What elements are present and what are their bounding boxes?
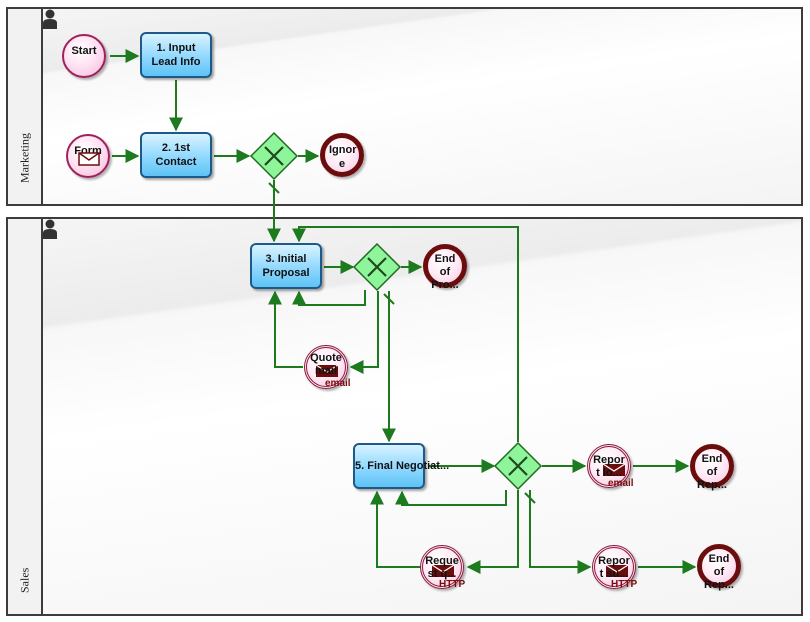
x-icon (508, 456, 528, 476)
end-event-report-1-label: End of Rep... (695, 453, 729, 492)
envelope-icon (602, 463, 626, 476)
marketing-pool: Marketing (6, 7, 803, 206)
flow-quote-to-t3 (268, 290, 303, 368)
end-event-ignore-label: Ignor e (325, 143, 359, 171)
quote-mail-label: Quote mail (307, 352, 345, 378)
end-event-ignore[interactable]: Ignor e (320, 133, 364, 177)
quote-mail-text: Quote mail (310, 352, 342, 377)
report-su-text: Repor t su... (598, 555, 630, 580)
flow-g3-loop-to-t3 (292, 226, 519, 442)
task-first-contact-label: 2. 1st Contact (155, 142, 197, 168)
request-q-label: Reque st q... (423, 555, 461, 581)
task-final-negotiation[interactable]: 5. Final Negotiat... (353, 443, 450, 489)
report-su-label: Repor t su... (595, 555, 633, 581)
marketing-pool-header: Marketing (8, 9, 43, 204)
gateway-negotiation[interactable] (493, 441, 543, 491)
sales-pool: Sales (6, 217, 803, 616)
request-q-channel: HTTP (439, 579, 466, 590)
end-event-proposal[interactable]: End of Pro... (423, 244, 467, 291)
flow-g3-back-to-t5 (395, 490, 507, 506)
flow-g3-to-report-su (529, 490, 592, 574)
end-proposal-text: End of Pro... (431, 253, 459, 291)
quote-mail-event[interactable]: Quote mail email (304, 345, 351, 389)
envelope-icon (315, 364, 339, 377)
x-icon (264, 146, 284, 166)
flow-g2-back-to-t3 (292, 290, 366, 306)
flow-g2-to-quote (349, 291, 379, 374)
end-report-2-text: End of Rep... (704, 553, 734, 591)
end-ignore-text: Ignor e (329, 144, 357, 170)
report-su-event[interactable]: Repor t su... HTTP (592, 545, 638, 590)
start-event-label: Start (71, 45, 97, 57)
end-report-1-text: End of Rep... (697, 453, 727, 491)
report-su-channel: HTTP (611, 579, 638, 590)
end-event-report-1[interactable]: End of Rep... (690, 444, 734, 491)
task-first-contact[interactable]: 2. 1st Contact (140, 132, 212, 178)
gateway-proposal[interactable] (352, 242, 402, 292)
task-initial-proposal-label: 3. Initial Proposal (262, 253, 310, 279)
envelope-icon (431, 564, 455, 577)
end-event-report-2[interactable]: End of Rep... (697, 544, 741, 591)
form-event[interactable]: Form (66, 134, 110, 178)
request-q-text: Reque st q... (425, 555, 459, 580)
envelope-icon (78, 152, 100, 166)
end-event-report-2-label: End of Rep... (702, 553, 736, 592)
report-lo-channel: email (608, 478, 634, 489)
flow-g3-to-request (466, 490, 519, 574)
report-lo-label: Repor t lo... (590, 454, 628, 480)
request-q-event[interactable]: Reque st q... HTTP (420, 545, 466, 590)
default-marker-g2 (383, 293, 395, 305)
x-icon (367, 257, 387, 277)
person-icon (43, 9, 57, 29)
report-lo-text: Repor t lo... (593, 454, 625, 479)
quote-mail-channel: email (325, 378, 351, 389)
envelope-icon (605, 564, 629, 577)
sales-pool-header: Sales (8, 219, 43, 614)
gateway-marketing[interactable] (249, 131, 299, 181)
task-initial-proposal[interactable]: 3. Initial Proposal (250, 243, 322, 289)
start-event[interactable]: Start (62, 34, 106, 78)
default-marker-g1 (268, 182, 280, 194)
flow-request-to-t5 (370, 490, 422, 568)
report-lo-event[interactable]: Repor t lo... email (587, 444, 634, 489)
task-final-negotiation-label: 5. Final Negotiat... (355, 460, 450, 472)
end-event-proposal-label: End of Pro... (428, 253, 462, 292)
task-input-lead-info[interactable]: 1. Input Lead Info (140, 32, 212, 78)
person-icon (43, 219, 57, 239)
task-input-lead-info-label: 1. Input Lead Info (151, 42, 201, 68)
default-marker-g3 (524, 492, 536, 504)
